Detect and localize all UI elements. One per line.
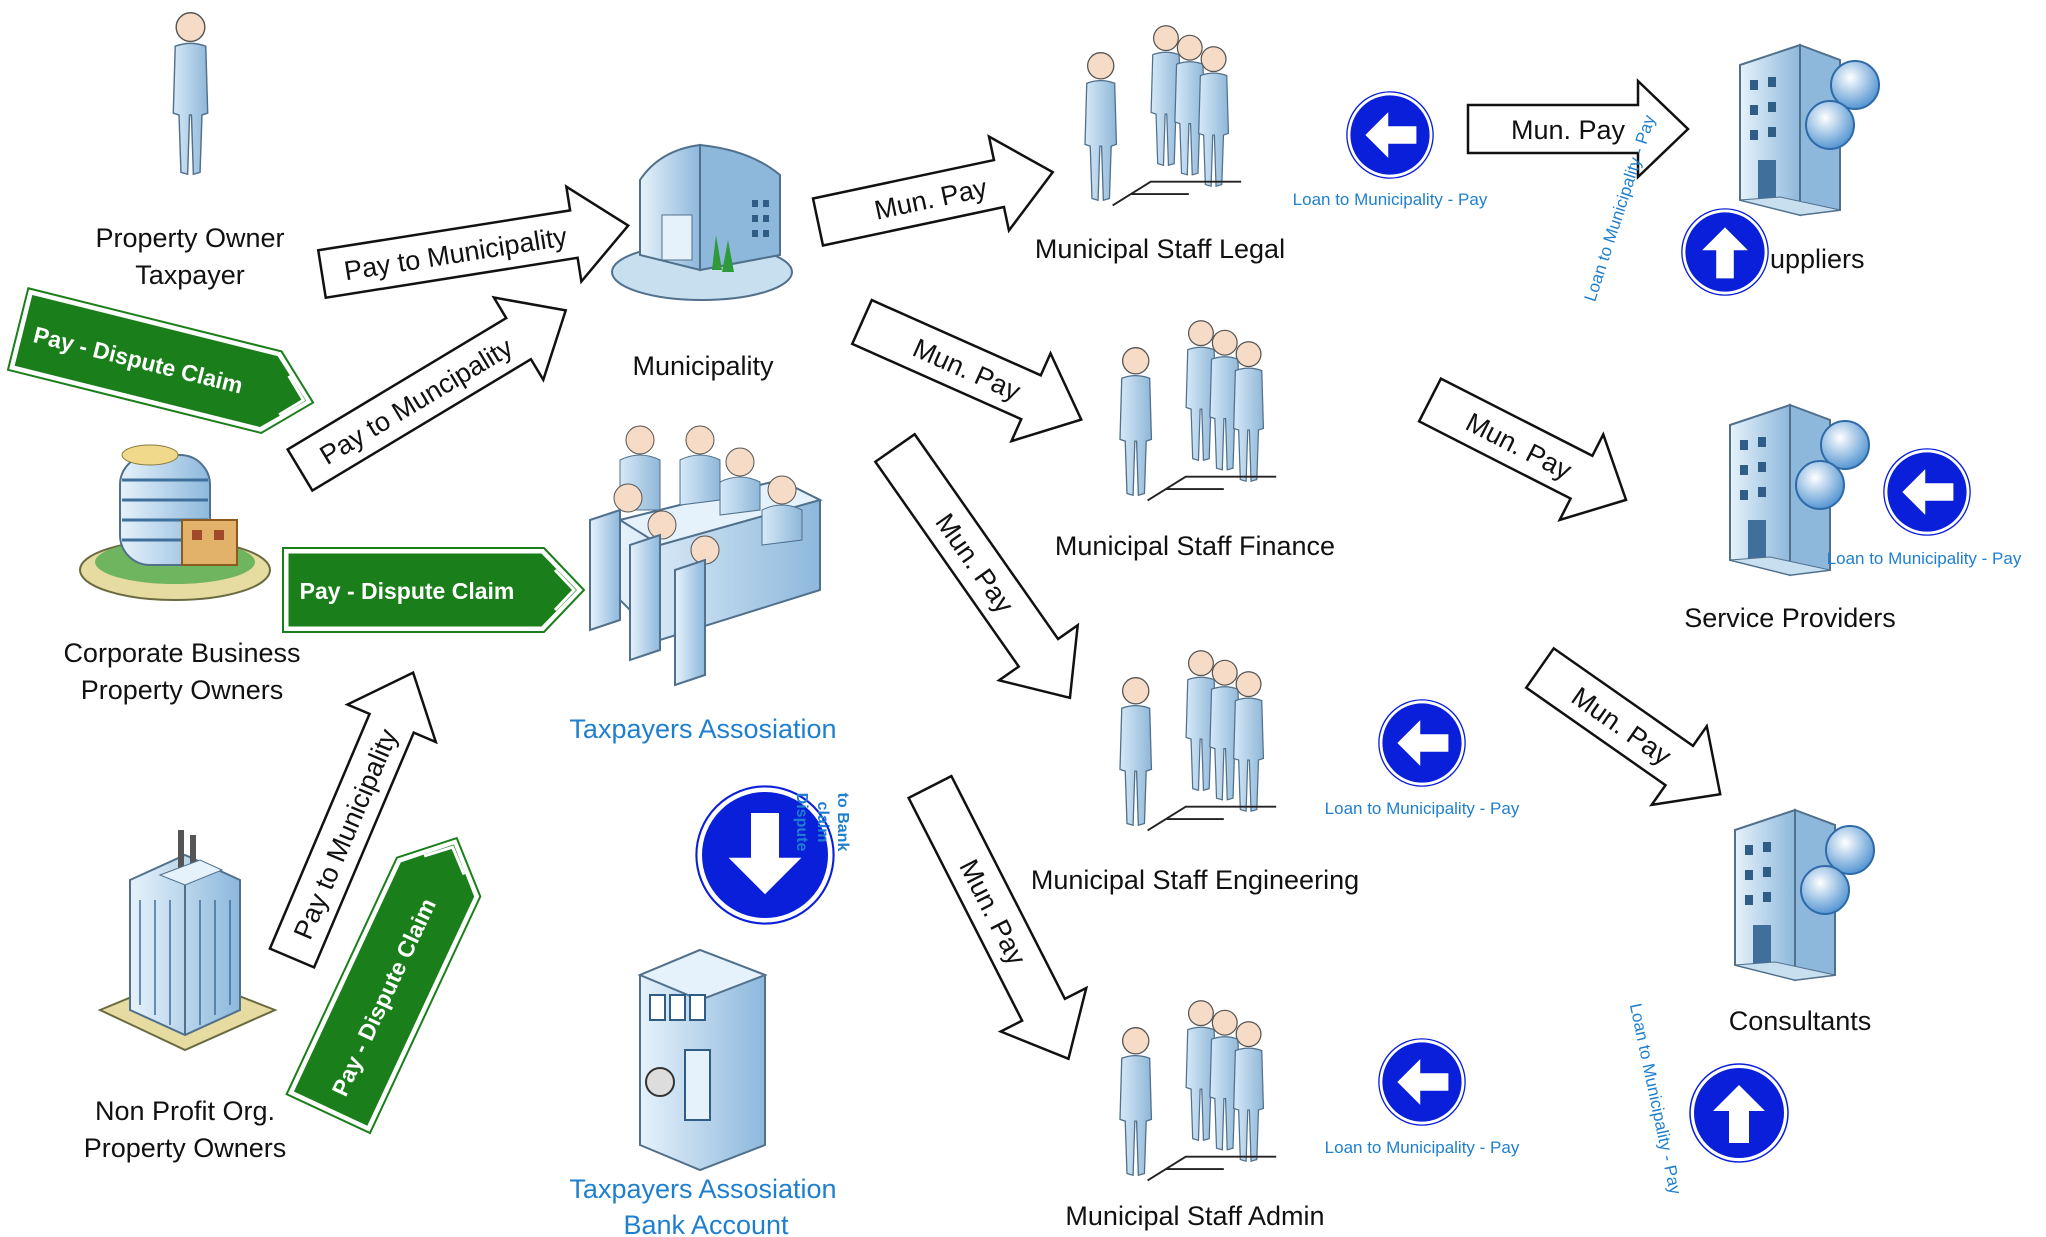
staff-legal-node: Municipal Staff Legal: [1035, 26, 1285, 264]
svg-text:to Bank: to Bank: [834, 793, 851, 852]
node-label: Property Owner: [95, 223, 284, 253]
node-label: Service Providers: [1684, 603, 1896, 633]
loan-label: Loan to Municipality - Pay: [1325, 799, 1520, 818]
sign-label: Pay - Dispute Claim: [300, 578, 515, 604]
bank-safe-icon: [637, 948, 768, 1172]
arrow-municipality-to-engineering: Mun. Pay: [873, 432, 1080, 700]
arrow-municipality-to-legal: Mun. Pay: [811, 134, 1055, 247]
node-label: Municipality: [632, 351, 774, 381]
arrow-label: Pay to Muncipality: [315, 332, 519, 471]
loan-label: Loan to Municipality - Pay: [1827, 549, 2022, 568]
taxpayers-bank-node: Taxpayers Assosiation Bank Account: [569, 948, 837, 1237]
dispute-to-bank-sign: Dispute claim to Bank: [696, 786, 851, 923]
loan-sign-legal: Loan to Municipality - Pay: [1293, 91, 1488, 209]
node-label: Municipal Staff Finance: [1055, 531, 1335, 561]
staff-admin-node: Municipal Staff Admin: [1065, 1001, 1325, 1231]
municipality-node: Municipality: [611, 143, 793, 381]
consultants-node: Consultants Loan to Municipality - Pay: [1626, 809, 1875, 1197]
arrow-engineering-to-consultants: Mun. Pay: [1524, 646, 1722, 807]
node-label: uppliers: [1770, 244, 1865, 274]
loan-label: Loan to Municipality - Pay: [1293, 190, 1488, 209]
municipality-building-icon: [611, 143, 793, 301]
arrow-legal-to-suppliers: Mun. Pay: [1466, 78, 1690, 180]
loan-label: Loan to Municipality - Pay: [1325, 1138, 1520, 1157]
meeting-table-icon: [589, 425, 823, 687]
globe-building-icon: [1739, 44, 1880, 216]
direction-sign-icon: [696, 786, 833, 923]
node-label: Taxpayer: [135, 260, 245, 290]
office-tower-icon: [97, 830, 278, 1052]
svg-text:Dispute: Dispute: [793, 793, 810, 852]
direction-sign-icon: [1378, 699, 1466, 787]
suppliers-node: uppliers Loan to Municipality - Pay: [1581, 44, 1880, 304]
dispute-claim-label: to Bank: [834, 793, 851, 852]
node-label: Non Profit Org.: [95, 1096, 275, 1126]
dispute-claim-label: Dispute: [793, 793, 810, 852]
property-owner-node: Property Owner Taxpayer: [95, 11, 285, 290]
node-label: Municipal Staff Admin: [1065, 1201, 1324, 1231]
direction-sign-icon: [1689, 1063, 1789, 1163]
staff-group-icon: [1085, 26, 1241, 206]
direction-sign-icon: [1883, 448, 1971, 536]
arrow-property-owner-to-municipality: Pay to Municipality: [316, 184, 631, 300]
arrow-municipality-to-finance: Mun. Pay: [850, 298, 1083, 444]
direction-sign-icon: [1346, 91, 1434, 179]
node-label: Property Owners: [81, 675, 284, 705]
staff-group-icon: [1120, 651, 1276, 831]
staff-group-icon: [1120, 321, 1276, 501]
arrow-label: Mun. Pay: [1511, 115, 1626, 145]
node-label: Taxpayers Assosiation: [569, 714, 836, 744]
node-label: Property Owners: [84, 1133, 287, 1163]
node-label: Corporate Business: [63, 638, 300, 668]
node-label: Taxpayers Assosiation: [569, 1174, 836, 1204]
node-label: Municipal Staff Legal: [1035, 234, 1285, 264]
staff-group-icon: [1120, 1001, 1276, 1181]
node-label: Bank Account: [623, 1210, 789, 1237]
arrow-finance-to-service-providers: Mun. Pay: [1417, 376, 1628, 522]
direction-sign-icon: [1378, 1038, 1466, 1126]
office-tower-icon: [79, 444, 271, 601]
svg-text:claim: claim: [814, 802, 831, 843]
nonprofit-node: Non Profit Org. Property Owners: [84, 830, 287, 1163]
loan-sign-engineering: Loan to Municipality - Pay: [1325, 699, 1520, 818]
node-label: Consultants: [1729, 1006, 1872, 1036]
direction-sign-icon: [1681, 208, 1769, 296]
dispute-claim-label: claim: [814, 802, 831, 843]
staff-engineering-node: Municipal Staff Engineering: [1031, 651, 1359, 895]
arrow-corporate-to-municipality: Pay to Muncipality: [285, 295, 568, 493]
dispute-claim-sign-top: Pay - Dispute Claim: [6, 287, 315, 434]
globe-building-icon: [1734, 809, 1875, 981]
taxpayers-assoc-node: Taxpayers Assosiation: [569, 425, 837, 744]
arrow-municipality-to-admin: Mun. Pay: [906, 774, 1089, 1061]
corporate-node: Corporate Business Property Owners: [63, 444, 301, 705]
node-label: Municipal Staff Engineering: [1031, 865, 1359, 895]
staff-finance-node: Municipal Staff Finance: [1055, 321, 1335, 561]
service-providers-node: Loan to Municipality - Pay Service Provi…: [1684, 404, 2022, 633]
loan-sign-admin: Loan to Municipality - Pay: [1325, 1038, 1520, 1157]
person-icon: [172, 11, 209, 176]
dispute-claim-sign-middle: Pay - Dispute Claim: [282, 547, 586, 633]
loan-label: Loan to Municipality - Pay: [1626, 1002, 1685, 1197]
